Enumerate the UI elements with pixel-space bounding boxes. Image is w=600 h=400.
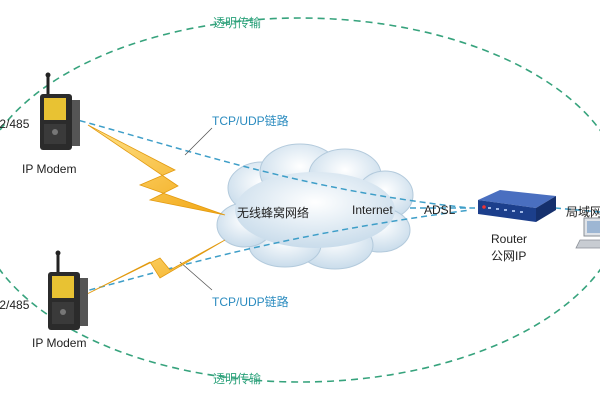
computer-icon xyxy=(575,217,600,249)
transparent-transmission-label-bottom: 透明传输 xyxy=(213,372,262,386)
adsl-label: ADSL xyxy=(424,203,456,217)
label-pointer-bottom xyxy=(179,261,213,291)
transparent-transmission-label-top: 透明传输 xyxy=(213,16,262,30)
modem-label-bottom: IP Modem xyxy=(32,336,87,350)
router-icon xyxy=(478,190,556,222)
public-ip-label: 公网IP xyxy=(491,249,527,263)
tcp-udp-link-label-bottom: TCP/UDP链路 xyxy=(212,295,289,309)
tcp-udp-link-top xyxy=(69,117,471,209)
label-pointer-top xyxy=(184,127,213,156)
tcp-udp-link-label-top: TCP/UDP链路 xyxy=(212,114,289,128)
lan-label: 局域网 xyxy=(566,205,600,219)
serial-port-label-bottom: 232/485 xyxy=(0,298,30,312)
lightning-icon xyxy=(87,124,226,216)
serial-port-label-top: 232/485 xyxy=(0,117,30,131)
tcp-udp-link-bottom xyxy=(69,209,471,296)
lan-link xyxy=(554,207,600,213)
modem-label-top: IP Modem xyxy=(22,162,77,176)
router-label: Router xyxy=(491,232,528,246)
transparent-transmission-ellipse xyxy=(0,17,600,383)
cellular-network-label: 无线蜂窝网络 xyxy=(237,206,310,220)
cloud-icon xyxy=(216,143,414,270)
lightning-icon xyxy=(84,239,226,296)
internet-label: Internet xyxy=(352,203,393,217)
modem-icon xyxy=(48,250,88,330)
modem-icon xyxy=(40,72,80,150)
